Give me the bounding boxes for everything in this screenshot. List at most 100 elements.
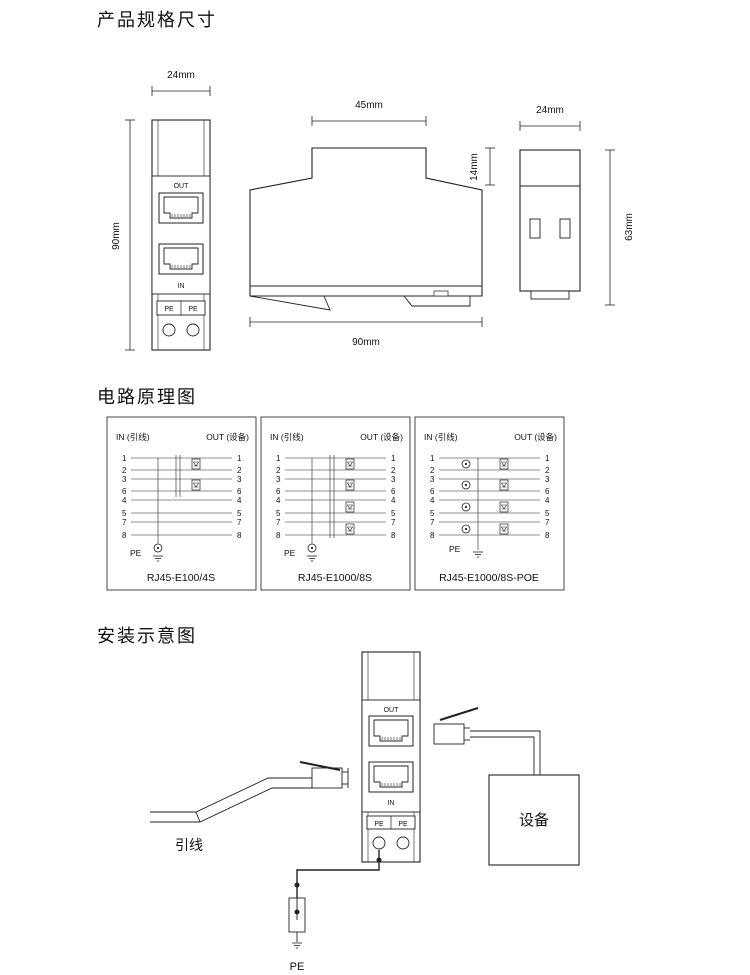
circuit-3-out-label: OUT (设备) xyxy=(514,432,557,442)
svg-text:3: 3 xyxy=(391,475,396,484)
equipment-cable xyxy=(433,707,541,775)
svg-text:3: 3 xyxy=(276,475,281,484)
circuit-panel-1: IN (引线) OUT (设备) 1 2 3 6 4 5 7 8 1 2 3 6… xyxy=(106,416,257,591)
side-top-width-dim: 45mm xyxy=(355,100,383,111)
svg-text:1: 1 xyxy=(122,454,127,463)
circuit-1-pe: PE xyxy=(130,548,142,558)
svg-text:8: 8 xyxy=(430,531,435,540)
svg-text:6: 6 xyxy=(237,487,242,496)
svg-text:4: 4 xyxy=(430,496,435,505)
lead-cable xyxy=(150,761,349,823)
side-body xyxy=(249,147,483,297)
circuit-2-caption: RJ45-E1000/8S xyxy=(298,572,372,584)
svg-text:3: 3 xyxy=(122,475,127,484)
side-bottom-width-dim: 90mm xyxy=(352,337,380,348)
pe-ground-wire xyxy=(288,850,382,942)
front-out-label: OUT xyxy=(174,183,190,190)
circuit-panel-3: IN (引线) OUT (设备) 1 2 3 6 4 5 7 8 1 2 3 6… xyxy=(414,416,565,591)
circuit-1-out-label: OUT (设备) xyxy=(206,432,249,442)
install-pe-left: PE xyxy=(374,821,384,828)
svg-text:4: 4 xyxy=(122,496,127,505)
pe-label: PE xyxy=(290,961,305,973)
svg-text:2: 2 xyxy=(391,466,396,475)
svg-text:6: 6 xyxy=(391,487,396,496)
front-pe-right: PE xyxy=(188,306,198,313)
side-view: 45mm 90mm 14mm xyxy=(249,100,495,348)
front-screw-left-icon xyxy=(162,323,176,337)
equipment-label: 设备 xyxy=(519,812,549,829)
svg-text:6: 6 xyxy=(276,487,281,496)
svg-text:1: 1 xyxy=(391,454,396,463)
circuit-section-title: 电路原理图 xyxy=(97,387,197,408)
circuit-3-caption: RJ45-E1000/8S-POE xyxy=(439,572,539,584)
svg-text:2: 2 xyxy=(276,466,281,475)
svg-text:1: 1 xyxy=(545,454,550,463)
install-section-title: 安装示意图 xyxy=(97,626,197,647)
svg-text:2: 2 xyxy=(545,466,550,475)
circuit-2-pe: PE xyxy=(284,548,296,558)
svg-text:8: 8 xyxy=(122,531,127,540)
front-height-dim: 90mm xyxy=(111,222,122,250)
circuit-1-caption: RJ45-E100/4S xyxy=(147,572,215,584)
svg-text:5: 5 xyxy=(391,509,396,518)
svg-text:7: 7 xyxy=(276,518,281,527)
circuit-2-out-label: OUT (设备) xyxy=(360,432,403,442)
front-in-label: IN xyxy=(178,283,185,290)
svg-text:2: 2 xyxy=(430,466,435,475)
svg-text:3: 3 xyxy=(430,475,435,484)
circuit-3-in-label: IN (引线) xyxy=(424,432,458,442)
svg-text:2: 2 xyxy=(237,466,242,475)
end-width-dim: 24mm xyxy=(536,105,564,116)
front-width-dim: 24mm xyxy=(167,70,195,81)
install-screw-left-icon xyxy=(372,836,386,850)
end-height-dim: 63mm xyxy=(624,213,635,241)
svg-text:6: 6 xyxy=(430,487,435,496)
svg-text:7: 7 xyxy=(122,518,127,527)
front-view: 24mm 90mm OUT IN PE PE xyxy=(111,70,211,351)
svg-text:2: 2 xyxy=(122,466,127,475)
svg-text:7: 7 xyxy=(237,518,242,527)
circuit-3-pe: PE xyxy=(449,544,461,554)
svg-text:7: 7 xyxy=(391,518,396,527)
lead-label: 引线 xyxy=(175,837,203,853)
svg-text:8: 8 xyxy=(237,531,242,540)
install-device: OUT IN PE PE xyxy=(361,651,421,863)
svg-text:1: 1 xyxy=(276,454,281,463)
dimensions-section-title: 产品规格尺寸 xyxy=(97,10,217,31)
svg-text:4: 4 xyxy=(237,496,242,505)
svg-text:5: 5 xyxy=(276,509,281,518)
install-out-label: OUT xyxy=(384,707,400,714)
svg-text:5: 5 xyxy=(545,509,550,518)
svg-text:5: 5 xyxy=(430,509,435,518)
svg-text:8: 8 xyxy=(276,531,281,540)
svg-text:7: 7 xyxy=(545,518,550,527)
svg-text:4: 4 xyxy=(391,496,396,505)
svg-text:3: 3 xyxy=(545,475,550,484)
svg-text:4: 4 xyxy=(545,496,550,505)
svg-text:5: 5 xyxy=(237,509,242,518)
svg-text:3: 3 xyxy=(237,475,242,484)
circuit-1-in-label: IN (引线) xyxy=(116,432,150,442)
equipment-box xyxy=(488,774,580,866)
circuit-panel-2: IN (引线) OUT (设备) 1 2 3 6 4 5 7 8 1 2 3 6… xyxy=(260,416,411,591)
end-body xyxy=(519,149,581,292)
svg-text:8: 8 xyxy=(391,531,396,540)
front-screw-right-icon xyxy=(186,323,200,337)
end-view: 24mm 63mm xyxy=(519,105,635,306)
circuit-2-in-label: IN (引线) xyxy=(270,432,304,442)
install-screw-right-icon xyxy=(396,836,410,850)
svg-text:6: 6 xyxy=(545,487,550,496)
side-step-height-dim: 14mm xyxy=(469,153,480,181)
front-pe-left: PE xyxy=(164,306,174,313)
svg-text:7: 7 xyxy=(430,518,435,527)
svg-text:1: 1 xyxy=(237,454,242,463)
svg-text:4: 4 xyxy=(276,496,281,505)
svg-text:5: 5 xyxy=(122,509,127,518)
svg-text:6: 6 xyxy=(122,487,127,496)
svg-text:8: 8 xyxy=(545,531,550,540)
ground-icon xyxy=(291,942,303,949)
svg-text:1: 1 xyxy=(430,454,435,463)
install-pe-right: PE xyxy=(398,821,408,828)
install-in-label: IN xyxy=(388,800,395,807)
